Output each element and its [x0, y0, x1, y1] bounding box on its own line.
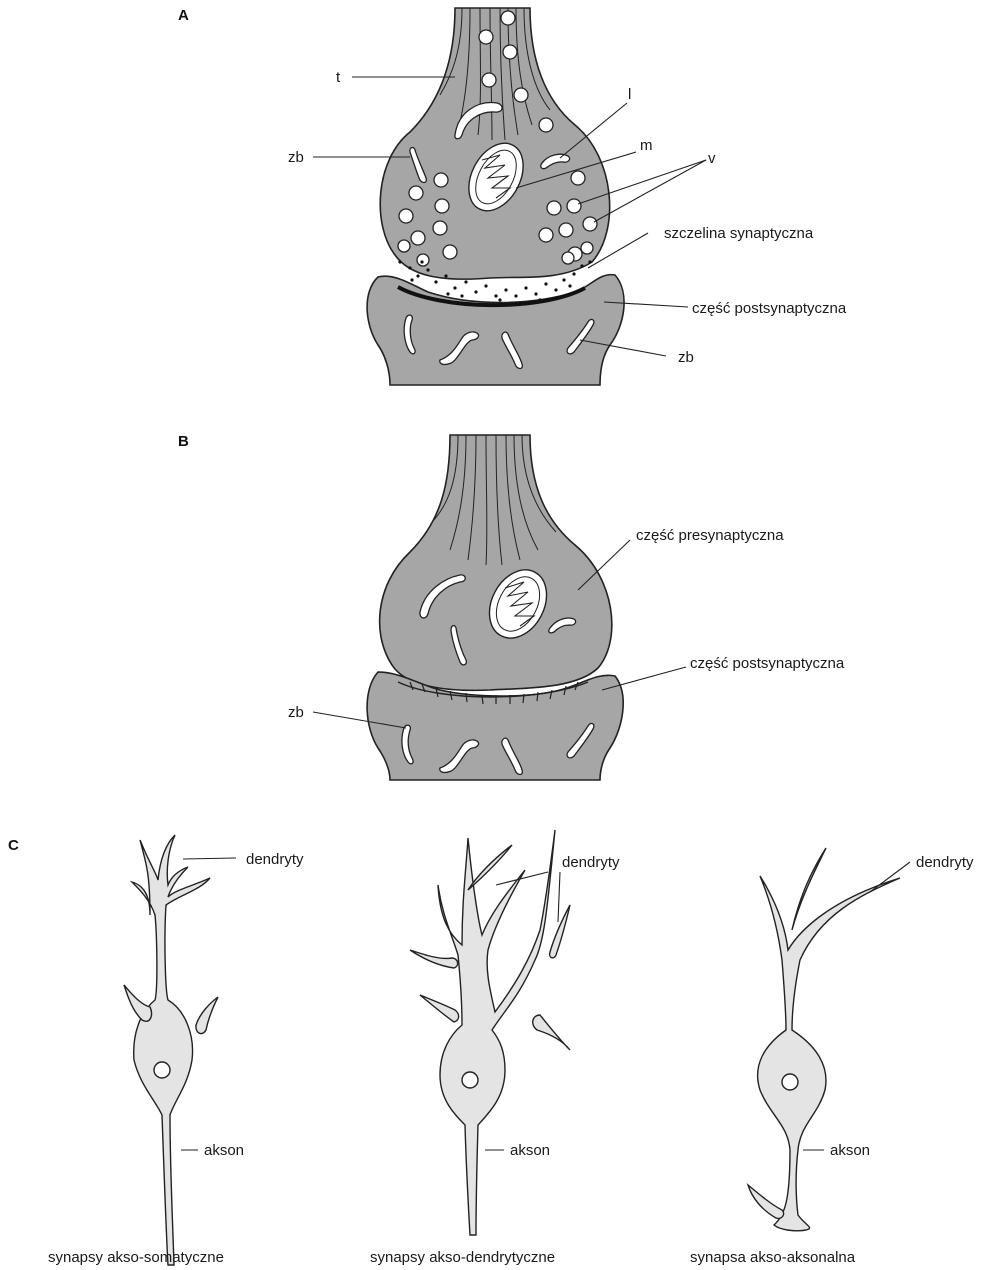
neuron-axo-dendritic: dendryty akson synapsy akso-dendrytyczne [370, 830, 620, 1266]
n2-axon-label: akson [510, 1142, 550, 1159]
label-t: t [336, 69, 341, 86]
label-zb-pre: zb [288, 149, 304, 166]
label-post-b: część postsynaptyczna [690, 655, 845, 672]
label-pre-b: część presynaptyczna [636, 527, 784, 544]
panel-a-letter: A [178, 7, 189, 24]
panel-b-letter: B [178, 433, 189, 450]
neuron-axo-axonal: dendryty akson synapsa akso-aksonalna [690, 848, 974, 1266]
n3-caption: synapsa akso-aksonalna [690, 1249, 856, 1266]
n3-axon-label: akson [830, 1142, 870, 1159]
n3-dendrites-label: dendryty [916, 854, 974, 871]
panel-b: B część presynapt [178, 433, 845, 780]
n1-caption: synapsy akso-somatyczne [48, 1249, 224, 1266]
label-zb-post-a: zb [678, 349, 694, 366]
n2-dendrites-label: dendryty [562, 854, 620, 871]
neuron-axo-somatic: dendryty akson synapsy akso-somatyczne [48, 655, 304, 1266]
panel-a: A [178, 7, 847, 385]
label-cleft: szczelina synaptyczna [664, 225, 814, 242]
label-v: v [708, 150, 716, 167]
n2-caption: synapsy akso-dendrytyczne [370, 1249, 555, 1266]
presynaptic-terminal-b [380, 435, 612, 690]
n1-dendrites-label: dendryty [246, 851, 304, 868]
label-post-a: część postsynaptyczna [692, 300, 847, 317]
label-l: l [628, 86, 631, 103]
label-m: m [640, 137, 653, 154]
n1-axon-label: akson [204, 1142, 244, 1159]
panel-c-letter: C [8, 837, 19, 854]
label-zb-b: zb [288, 704, 304, 721]
